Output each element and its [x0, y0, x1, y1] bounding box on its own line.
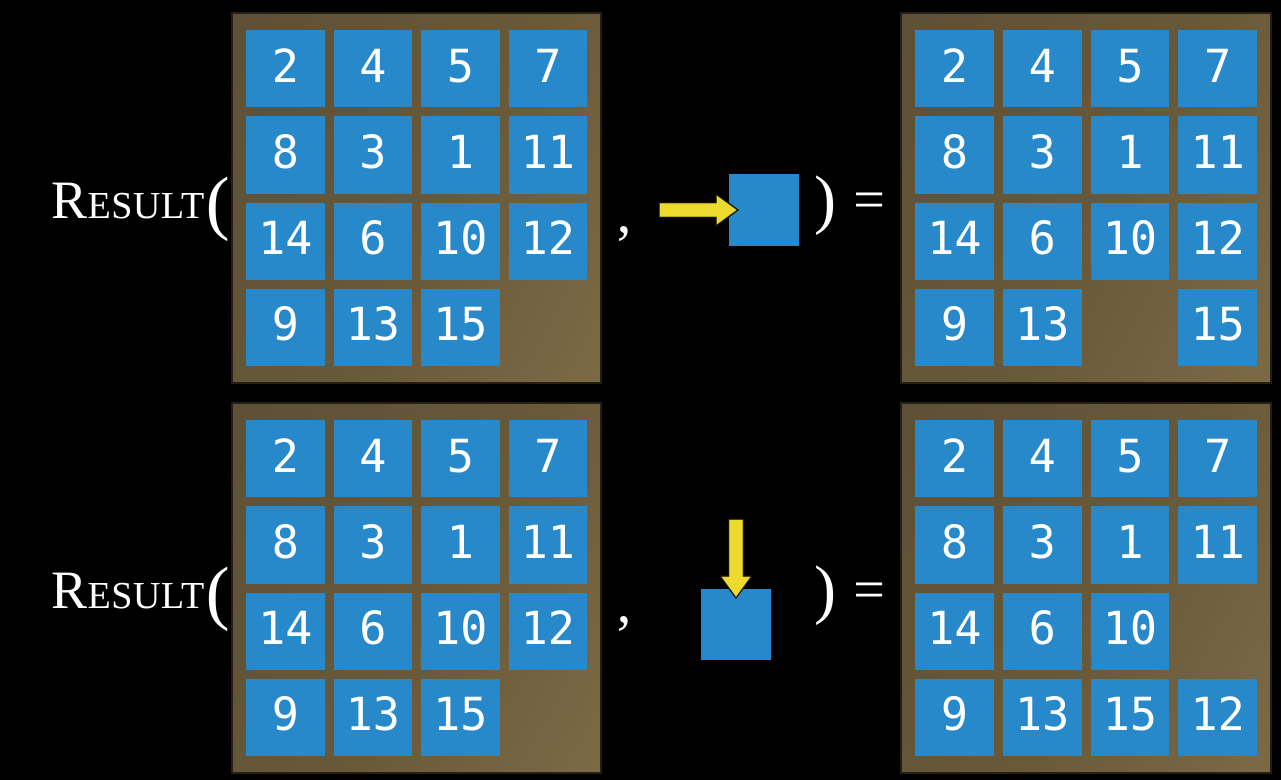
puzzle-tile-1: 1: [1090, 506, 1170, 584]
right-arrow-icon: [659, 193, 739, 227]
puzzle-tile-4: 4: [1002, 420, 1082, 498]
puzzle-tile-15: 15: [1090, 678, 1170, 756]
puzzle-tile-12: 12: [508, 202, 587, 280]
equals-sign: =: [853, 169, 885, 231]
puzzle-tile-4: 4: [333, 420, 412, 498]
function-name: Result: [51, 560, 205, 620]
puzzle-tile-11: 11: [1178, 116, 1257, 194]
puzzle-tile-10: 10: [1090, 592, 1170, 670]
comma-separator: ,: [616, 570, 632, 635]
equals-sign: =: [853, 559, 885, 621]
puzzle-tile-14: 14: [915, 592, 994, 670]
puzzle-tile-8: 8: [246, 506, 325, 584]
puzzle-tile-2: 2: [246, 420, 325, 498]
puzzle-tile-13: 13: [333, 288, 412, 366]
puzzle-tile-3: 3: [1002, 116, 1082, 194]
puzzle-tile-6: 6: [333, 592, 412, 670]
result-function-label: Result(: [51, 163, 230, 242]
puzzle-tile-9: 9: [915, 678, 994, 756]
puzzle-tile-11: 11: [508, 116, 587, 194]
puzzle-tile-9: 9: [915, 288, 994, 366]
puzzle-tile-2: 2: [915, 30, 994, 108]
puzzle-tile-2: 2: [246, 30, 325, 108]
puzzle-tile-15: 15: [1178, 288, 1257, 366]
puzzle-tile-13: 13: [1002, 678, 1082, 756]
puzzle-tile-12: 12: [508, 592, 587, 670]
puzzle-tile-10: 10: [421, 202, 500, 280]
puzzle-tile-14: 14: [246, 592, 325, 670]
puzzle-tile-1: 1: [1090, 116, 1170, 194]
empty-cell: [509, 679, 588, 756]
puzzle-tile-6: 6: [1002, 202, 1082, 280]
puzzle-tile-3: 3: [333, 116, 412, 194]
puzzle-tile-7: 7: [508, 420, 587, 498]
puzzle-tile-3: 3: [1002, 506, 1082, 584]
down-arrow-icon: [719, 519, 753, 599]
close-paren: ): [814, 553, 836, 626]
function-name: Result: [51, 170, 205, 230]
puzzle-tile-8: 8: [915, 116, 994, 194]
puzzle-tile-6: 6: [333, 202, 412, 280]
puzzle-tile-14: 14: [915, 202, 994, 280]
puzzle-tile-12: 12: [1178, 678, 1257, 756]
puzzle-tile-8: 8: [915, 506, 994, 584]
puzzle-tile-12: 12: [1178, 202, 1257, 280]
empty-cell: [509, 289, 588, 366]
result-function-label: Result(: [51, 553, 230, 632]
puzzle-tile-5: 5: [421, 420, 500, 498]
puzzle-tile-5: 5: [1090, 30, 1170, 108]
puzzle-tile-6: 6: [1002, 592, 1082, 670]
action-move-right: [659, 174, 799, 246]
puzzle-tile-4: 4: [1002, 30, 1082, 108]
puzzle-tile-11: 11: [1178, 506, 1257, 584]
puzzle-tile-9: 9: [246, 288, 325, 366]
empty-cell: [1178, 593, 1257, 670]
empty-cell: [1091, 289, 1170, 366]
puzzle-tile-1: 1: [421, 506, 500, 584]
puzzle-tile-8: 8: [246, 116, 325, 194]
puzzle-tile-4: 4: [333, 30, 412, 108]
puzzle-tile-14: 14: [246, 202, 325, 280]
puzzle-tile-9: 9: [246, 678, 325, 756]
puzzle-tile-7: 7: [508, 30, 587, 108]
puzzle-tile-7: 7: [1178, 420, 1257, 498]
close-paren: ): [814, 163, 836, 236]
puzzle-tile-7: 7: [1178, 30, 1257, 108]
comma-separator: ,: [616, 180, 632, 245]
puzzle-tile-15: 15: [421, 288, 500, 366]
puzzle-tile-10: 10: [1090, 202, 1170, 280]
blank-tile-square: [729, 174, 799, 246]
puzzle-tile-15: 15: [421, 678, 500, 756]
puzzle-tile-1: 1: [421, 116, 500, 194]
puzzle-tile-5: 5: [421, 30, 500, 108]
puzzle-tile-13: 13: [1002, 288, 1082, 366]
puzzle-tile-10: 10: [421, 592, 500, 670]
puzzle-tile-3: 3: [333, 506, 412, 584]
puzzle-tile-13: 13: [333, 678, 412, 756]
action-move-down: [701, 519, 771, 660]
puzzle-tile-5: 5: [1090, 420, 1170, 498]
puzzle-tile-2: 2: [915, 420, 994, 498]
puzzle-tile-11: 11: [508, 506, 587, 584]
blank-tile-square: [701, 589, 771, 660]
